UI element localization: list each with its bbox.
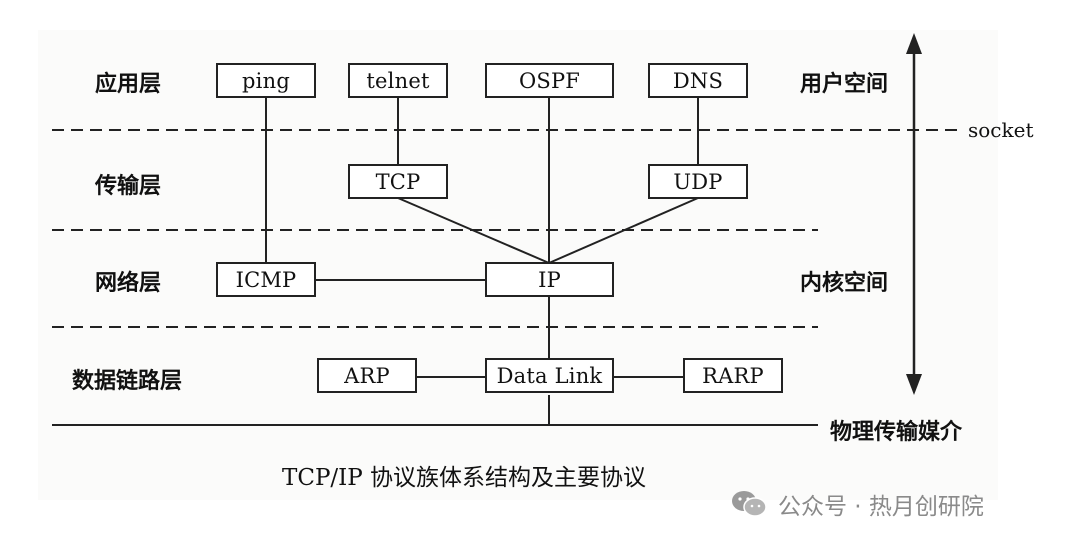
arrow-up-head <box>906 33 922 54</box>
protocol-box-dns: DNS <box>648 63 748 98</box>
link-udp-ip <box>548 197 699 264</box>
layer-label-application: 应用层 <box>95 72 162 97</box>
arrow-down-head <box>906 374 922 395</box>
label-socket: socket <box>968 118 1034 142</box>
label-kernel-space: 内核空间 <box>800 271 889 296</box>
protocol-box-tcp: TCP <box>348 164 448 199</box>
layer-label-transport: 传输层 <box>95 174 162 199</box>
layer-label-network: 网络层 <box>95 271 162 296</box>
protocol-box-udp: UDP <box>648 164 748 199</box>
wechat-icon <box>730 489 768 519</box>
protocol-box-arp: ARP <box>317 358 417 393</box>
protocol-box-telnet: telnet <box>348 63 448 98</box>
watermark: 公众号 · 热月创研院 <box>730 487 984 521</box>
protocol-box-rarp: RARP <box>683 358 783 393</box>
protocol-box-ospf: OSPF <box>485 63 614 98</box>
protocol-box-ip: IP <box>485 262 614 297</box>
protocol-box-ping: ping <box>216 63 316 98</box>
link-tcp-ip <box>397 197 550 264</box>
protocol-box-datalink: Data Link <box>485 358 614 393</box>
label-physical-medium: 物理传输媒介 <box>830 420 963 445</box>
layer-label-datalink: 数据链路层 <box>72 369 183 394</box>
figure-caption: TCP/IP 协议族体系结构及主要协议 <box>282 465 647 491</box>
watermark-text: 公众号 · 热月创研院 <box>778 494 984 520</box>
label-user-space: 用户空间 <box>800 72 889 97</box>
protocol-box-icmp: ICMP <box>216 262 316 297</box>
